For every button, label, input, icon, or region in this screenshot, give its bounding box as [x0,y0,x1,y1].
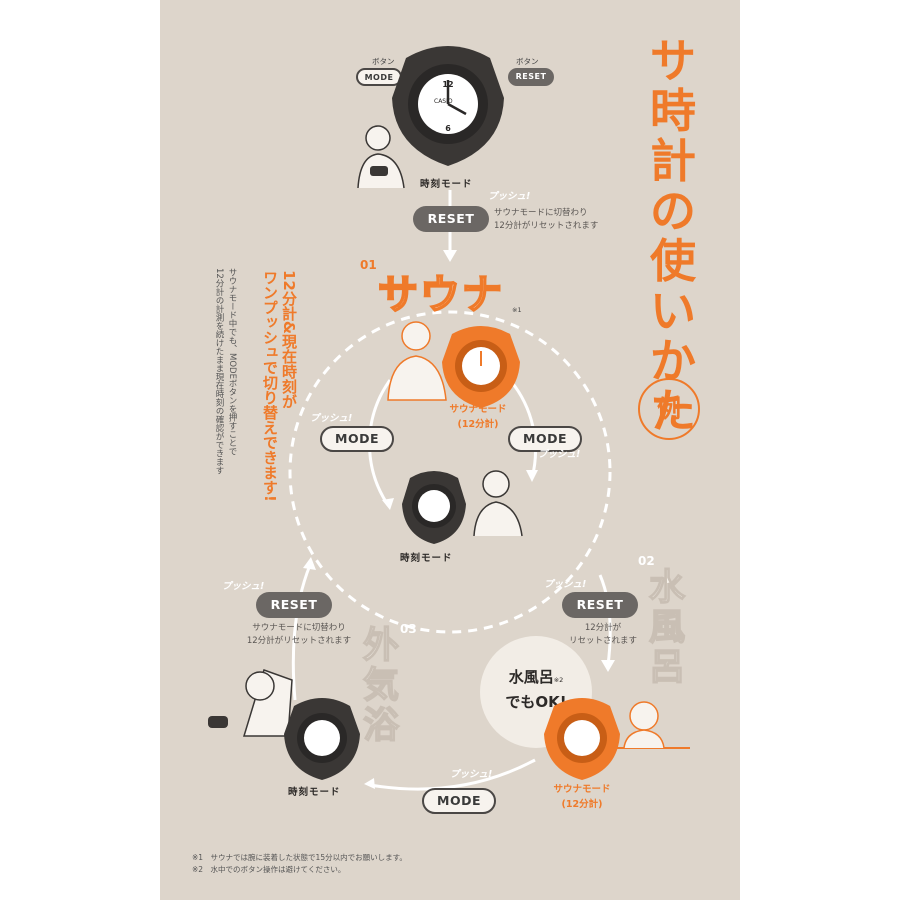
infographic-panel: サ時 計の 使い かた 例 ボタン ボタン MODE RESET 12 6 CA… [160,0,740,900]
step-number-02: 02 [638,554,655,568]
bubble-line-2: でもOK! [505,693,567,711]
push-label-bottom: プッシュ! [450,769,493,780]
step-number-01: 01 [360,258,377,272]
push-label-water: プッシュ! [544,579,587,590]
reset-button-outside[interactable]: RESET [256,592,332,618]
button-word-left: ボタン [372,57,395,66]
water-title: 水風呂 [648,567,686,689]
watch-icon-sauna [442,326,520,408]
mode-button-left[interactable]: MODE [320,426,394,452]
time-mode-caption-outside: 時刻モード [288,787,341,798]
person-icon-sauna [387,321,447,401]
note-mark-1: ※1 [512,306,522,314]
bubble-line-1: 水風呂 [508,668,554,686]
side-note-orange: 12分計&現在時刻がワンプッシュで切り替えできます! [261,270,298,502]
footnote-1: ※1 サウナでは腕に装着した状態で15分以内でお願いします。 [192,853,407,862]
footnote-2: ※2 水中でのボタン操作は避けてください。 [192,865,346,874]
push-label-outside: プッシュ! [222,581,265,592]
push-label-right: プッシュ! [538,449,581,460]
mode-button-right[interactable]: MODE [508,426,582,452]
watch-icon-water [544,698,620,780]
person-icon-water [623,701,665,748]
person-icon-middle [473,470,523,537]
reset-button-top[interactable]: RESET [413,206,489,232]
button-word-right: ボタン [516,57,539,66]
watch-icon: 12 6 [392,46,504,166]
example-badge: 例 [638,378,700,440]
step-number-03: 03 [400,622,417,636]
svg-text:12: 12 [442,80,453,89]
watch-icon-outside [284,698,360,780]
time-mode-caption-middle: 時刻モード [400,553,453,564]
push-label-top: プッシュ! [488,191,531,202]
note-mark-2: ※2 [553,676,564,684]
mode-button-bottom[interactable]: MODE [422,788,496,814]
person-icon [357,125,405,189]
reset-desc-water: 12分計がリセットされます [568,623,637,646]
watch-icon-middle [402,471,466,544]
push-label-left: プッシュ! [310,413,353,424]
outside-title: 外気浴 [362,625,400,747]
reset-button-water[interactable]: RESET [562,592,638,618]
time-mode-caption-top: 時刻モード [420,179,473,190]
watch-brand: CASIO [434,98,453,105]
water-mode-caption: サウナモード(12分計) [553,784,611,810]
page-title: サ時 計の 使い かた [650,34,696,438]
sauna-title: サウナ [377,271,504,319]
reset-button-label-top: RESET [508,68,554,86]
svg-text:6: 6 [445,124,451,133]
cycle-arrows [288,190,690,791]
sauna-mode-caption: サウナモード(12分計) [449,404,507,430]
